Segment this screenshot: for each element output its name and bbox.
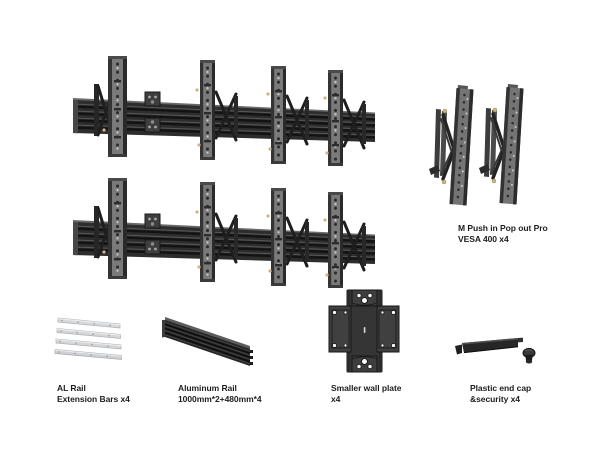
popout-label-line1: M Push in Pop out Pro [458, 223, 548, 233]
al-rail-extension-bars-image [54, 317, 123, 361]
aluminum-rail-image [161, 316, 254, 367]
plastic-end-cap-image [454, 337, 536, 364]
end-cap-label-line1: Plastic end cap [470, 383, 532, 393]
aluminum-rail-label: Aluminum Rail 1000mm*2+480mm*4 [178, 383, 262, 405]
extension-bars-label-line2: Extension Bars x4 [57, 394, 130, 404]
wall-plate-label-line2: x4 [331, 394, 341, 404]
smaller-wall-plate-image [328, 289, 400, 373]
extension-bars-label-line1: AL Rail [57, 383, 86, 393]
wall-plate-label-line1: Smaller wall plate [331, 383, 402, 393]
rail-assembly-bottom [71, 176, 377, 290]
wall-plate-label: Smaller wall plate x4 [331, 383, 401, 405]
aluminum-rail-label-line1: Aluminum Rail [178, 383, 237, 393]
end-cap-label: Plastic end cap &security x4 [470, 383, 531, 405]
popout-bracket-right [478, 84, 526, 207]
popout-label-line2: VESA 400 x4 [458, 234, 509, 244]
end-cap-label-line2: &security x4 [470, 394, 520, 404]
aluminum-rail-label-line2: 1000mm*2+480mm*4 [178, 394, 262, 404]
extension-bars-label: AL Rail Extension Bars x4 [57, 383, 130, 405]
popout-bracket-left [428, 85, 476, 208]
rail-assembly-top [71, 54, 377, 168]
popout-label: M Push in Pop out Pro VESA 400 x4 [458, 223, 548, 245]
